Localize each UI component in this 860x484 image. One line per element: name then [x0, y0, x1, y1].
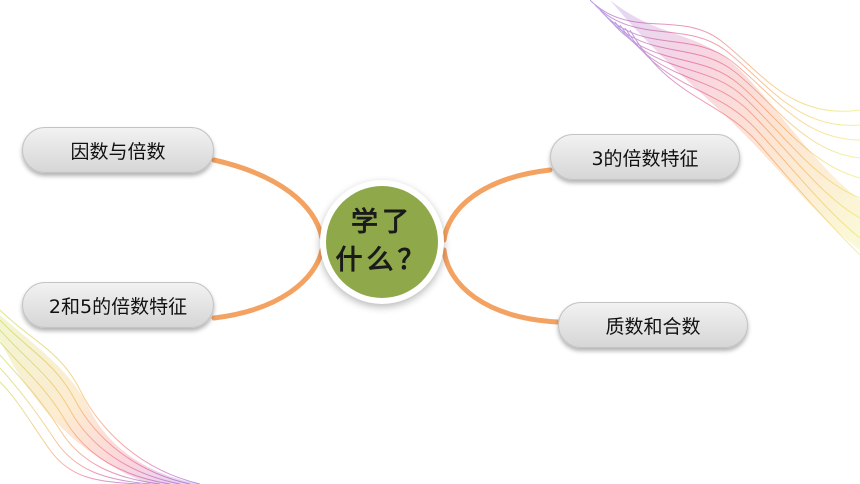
connector-right-top — [441, 167, 553, 243]
branch-node-factors-and-multiples: 因数与倍数 — [22, 127, 214, 173]
central-topic-circle: 学了 什么？ — [326, 186, 438, 298]
central-topic-line-1: 学了 — [351, 207, 413, 238]
branch-node-multiples-of-2-and-5: 2和5的倍数特征 — [22, 282, 214, 328]
branch-node-multiples-of-3: 3的倍数特征 — [550, 134, 740, 180]
connector-right-bottom — [441, 247, 561, 325]
central-topic-line-2: 什么？ — [335, 245, 429, 276]
connector-left-bottom — [211, 247, 325, 321]
connector-left-top — [211, 157, 325, 241]
central-topic-node: 学了 什么？ — [320, 180, 444, 304]
branch-node-primes-and-composites: 质数和合数 — [558, 302, 748, 348]
